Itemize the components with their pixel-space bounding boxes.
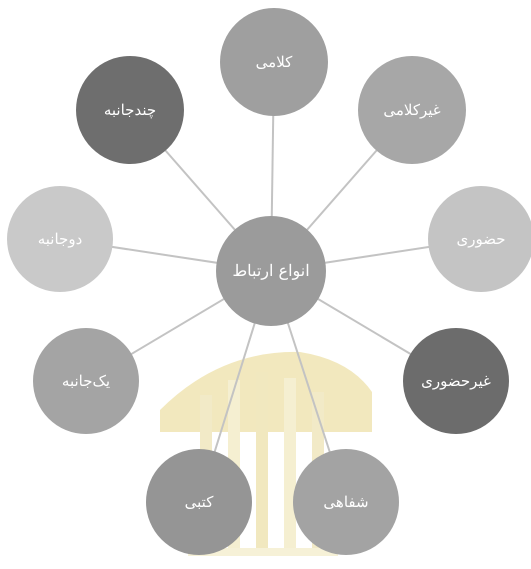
node-katbi-label: کتبی	[179, 493, 220, 511]
node-katbi: کتبی	[146, 449, 252, 555]
center-node-label: انواع ارتباط	[226, 261, 315, 280]
node-yekjanebe: یک‌جانبه	[33, 328, 139, 434]
node-shafahi: شفاهی	[293, 449, 399, 555]
node-chandjanebe: چندجانبه	[76, 56, 184, 164]
node-gheyr-kalami: غیرکلامی	[358, 56, 466, 164]
node-hozuri: حضوری	[428, 186, 531, 292]
node-dojanebe: دوجانبه	[7, 186, 113, 292]
node-gheyr-hozuri: غیرحضوری	[403, 328, 509, 434]
node-dojanebe-label: دوجانبه	[32, 230, 89, 248]
node-shafahi-label: شفاهی	[317, 493, 374, 511]
node-hozuri-label: حضوری	[450, 230, 511, 248]
node-kalami: کلامی	[220, 8, 328, 116]
center-node-anvae-ertebat: انواع ارتباط	[216, 216, 326, 326]
node-yekjanebe-label: یک‌جانبه	[56, 372, 116, 390]
node-gheyr-kalami-label: غیرکلامی	[377, 101, 446, 119]
node-gheyr-hozuri-label: غیرحضوری	[415, 372, 497, 390]
node-chandjanebe-label: چندجانبه	[98, 101, 162, 119]
node-kalami-label: کلامی	[250, 53, 299, 71]
